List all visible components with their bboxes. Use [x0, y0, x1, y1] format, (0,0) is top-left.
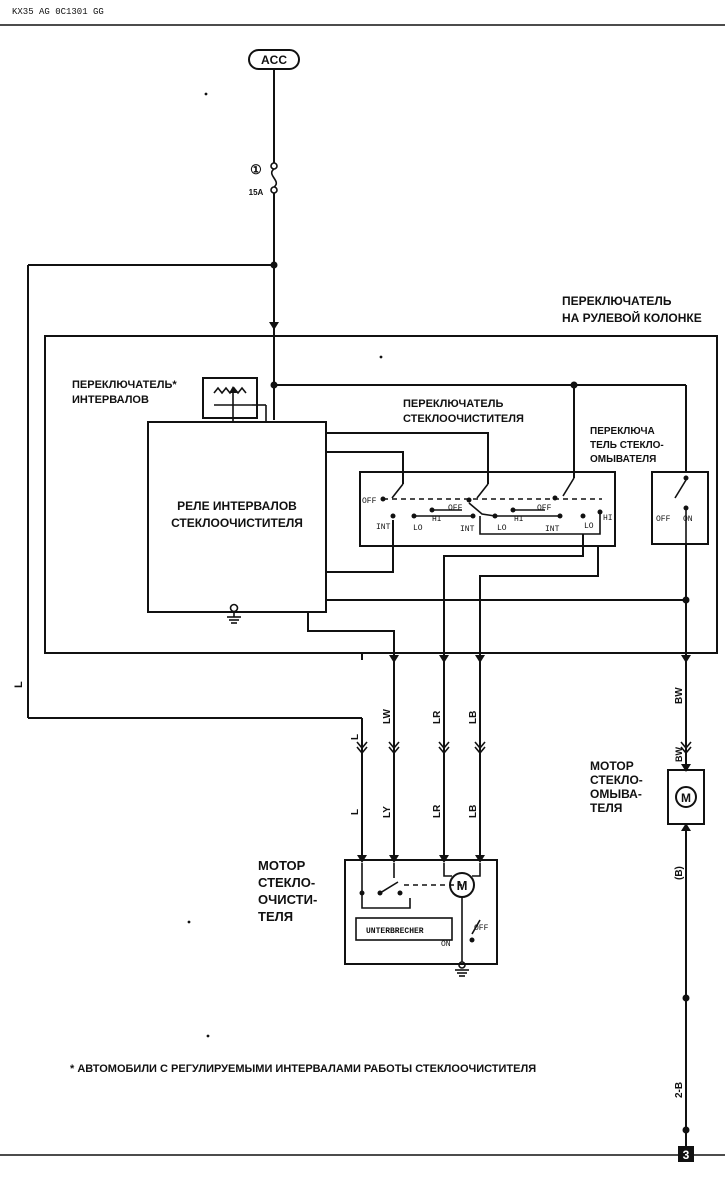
connector-arrow-acc	[269, 322, 279, 330]
wiper-motor-internal	[355, 863, 481, 943]
wiper-motor-label-2: СТЕКЛО-	[258, 875, 315, 890]
interrupter-pos-off: OFF	[474, 924, 489, 933]
washer-pos-on: ON	[683, 515, 693, 524]
page-marker-box	[678, 1146, 694, 1162]
wire-label-l-mid: L	[350, 734, 361, 740]
interval-switch-label-2: ИНТЕРВАЛОВ	[72, 394, 149, 406]
wiper-motor-ground-icon	[455, 940, 469, 977]
fuse	[270, 162, 278, 194]
pos-int-3: INT	[545, 525, 560, 534]
washer-motor-arrow-out	[681, 823, 691, 831]
washer-switch-label-3: ОМЫВАТЕЛЯ	[590, 454, 656, 465]
interval-switch-label-1: ПЕРЕКЛЮЧАТЕЛЬ*	[72, 379, 177, 391]
page-marker: 3	[683, 1148, 690, 1162]
junction-ground-2	[682, 1126, 690, 1134]
pos-hi-2: HI	[514, 515, 524, 524]
washer-switch-box	[651, 471, 709, 545]
washer-motor-label-2: СТЕКЛО-	[590, 773, 643, 787]
wire-label-lr-low: LR	[432, 804, 443, 818]
steering-switch-label-1: ПЕРЕКЛЮЧАТЕЛЬ	[562, 294, 672, 308]
washer-motor-box	[667, 769, 705, 825]
ground-ref-label: 2-B	[674, 1082, 685, 1098]
washer-switch-label-2: ТЕЛЬ СТЕКЛО-	[590, 440, 664, 451]
fuse-number: ①	[250, 162, 262, 177]
wire-label-lb: LB	[468, 711, 479, 724]
pos-hi-3: HI	[603, 514, 613, 523]
wire-label-b: (B)	[674, 866, 685, 880]
pos-lo-1: LO	[413, 524, 423, 533]
relay-label-1: РЕЛЕ ИНТЕРВАЛОВ	[177, 499, 297, 513]
intermittent-relay-box	[147, 421, 327, 613]
interrupter-pos-on: ON	[441, 940, 451, 949]
wire-label-lr: LR	[432, 710, 443, 724]
washer-motor-arrow-in	[681, 764, 691, 772]
wire-label-l-low: L	[350, 809, 361, 815]
pos-int-1: INT	[376, 523, 391, 532]
scan-speck	[379, 355, 383, 359]
pos-lo-3: LO	[584, 522, 594, 531]
washer-motor-icon	[675, 786, 697, 808]
pos-off-3: OFF	[537, 504, 552, 513]
doc-code: KX35 AG 0C1301 GG	[12, 7, 104, 17]
wire-label-lw: LW	[382, 708, 393, 724]
washer-motor-label-1: МОТОР	[590, 759, 634, 773]
scan-speck	[206, 1034, 210, 1038]
pos-lo-2: LO	[497, 524, 507, 533]
wiper-switch-contacts	[380, 477, 603, 535]
wire-label-ly: LY	[382, 806, 393, 818]
scan-speck	[187, 920, 191, 924]
wiper-motor-arrows	[357, 855, 485, 863]
wire-label-bw-motor: BW	[674, 747, 684, 762]
pos-int-2: INT	[460, 525, 475, 534]
wiper-motor-label-1: МОТОР	[258, 858, 306, 873]
wiper-motor-box	[344, 859, 498, 965]
junction-bus	[270, 381, 278, 389]
relay-ground-icon	[227, 603, 241, 624]
washer-motor-symbol: M	[681, 791, 691, 805]
connector-arrows-bottom	[389, 655, 691, 663]
junction-ground-1	[682, 994, 690, 1002]
interrupter-label: UNTERBRECHER	[366, 927, 424, 936]
washer-motor-label-3: ОМЫВА-	[590, 787, 642, 801]
wiper-switch-label-2: СТЕКЛООЧИСТИТЕЛЯ	[403, 413, 524, 425]
wiper-switch-label-1: ПЕРЕКЛЮЧАТЕЛЬ	[403, 398, 503, 410]
wiper-motor-label-3: ОЧИСТИ-	[258, 892, 317, 907]
fuse-rating: 15A	[249, 188, 264, 197]
washer-switch-contact	[674, 475, 689, 544]
wire-label-l-side: L	[13, 681, 25, 688]
wire-l-branch	[27, 264, 363, 860]
acc-label: ACC	[261, 53, 287, 67]
interval-potentiometer	[202, 377, 267, 422]
wiper-motor-icon	[449, 872, 475, 898]
wiper-motor-label-4: ТЕЛЯ	[258, 909, 293, 924]
scan-speck	[204, 92, 208, 96]
wiper-motor-symbol: M	[457, 878, 468, 893]
steering-switch-label-2: НА РУЛЕВОЙ КОЛОНКЕ	[562, 310, 702, 325]
footnote: * АВТОМОБИЛИ С РЕГУЛИРУЕМЫМИ ИНТЕРВАЛАМИ…	[70, 1063, 536, 1075]
steering-column-switch-box	[44, 335, 718, 654]
pos-off-2: OFF	[448, 504, 463, 513]
wire-label-bw-top: BW	[674, 687, 685, 704]
connector-chevrons-mid	[356, 741, 692, 755]
washer-switch-label-1: ПЕРЕКЛЮЧА	[590, 426, 655, 437]
washer-pos-off: OFF	[656, 515, 671, 524]
wire-label-lb-low: LB	[468, 805, 479, 818]
washer-motor-label-4: ТЕЛЯ	[590, 801, 622, 815]
relay-label-2: СТЕКЛООЧИСТИТЕЛЯ	[171, 516, 303, 530]
pos-off-1: OFF	[362, 497, 377, 506]
pos-hi-1: HI	[432, 515, 442, 524]
junction-l	[270, 261, 278, 269]
